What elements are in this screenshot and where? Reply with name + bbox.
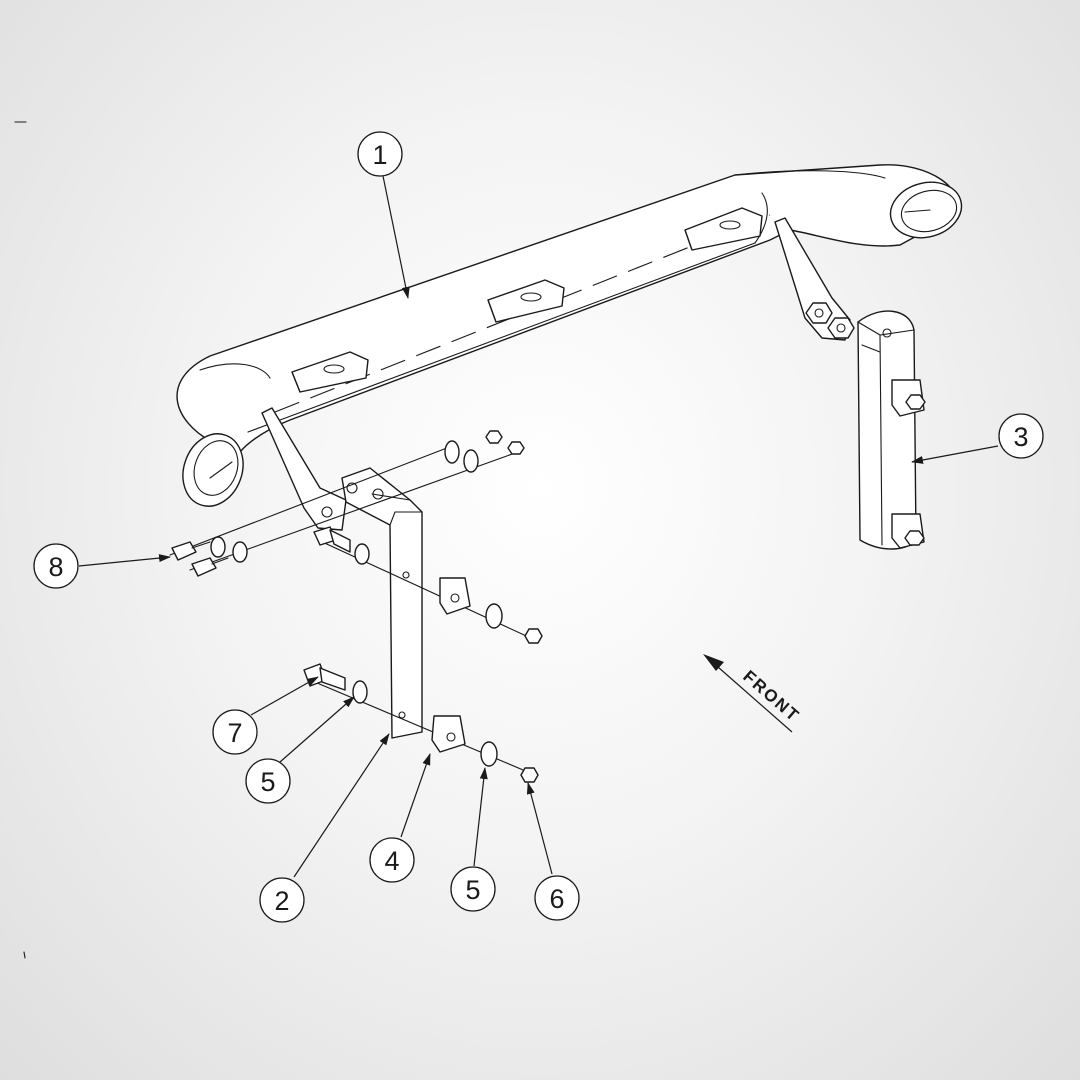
left-bracket-part — [341, 467, 423, 739]
callout-number: 8 — [48, 552, 63, 582]
mount-tab — [684, 207, 763, 251]
corner-mark — [23, 951, 26, 959]
hex-nut — [805, 302, 833, 324]
leader-lines — [78, 175, 999, 878]
hex-bolt — [191, 557, 229, 577]
u-clip — [891, 513, 925, 549]
callout-number: 1 — [372, 140, 387, 170]
callout-3: 3 — [998, 413, 1044, 459]
hex-bolt — [313, 526, 351, 553]
washer — [480, 741, 498, 767]
mount-tab — [487, 279, 565, 323]
callout-4: 4 — [369, 837, 415, 883]
callout-5-upper: 5 — [245, 758, 291, 804]
front-arrow-head — [703, 654, 724, 671]
callout-5-lower: 5 — [450, 866, 496, 912]
callout-7: 7 — [212, 709, 258, 755]
washer — [485, 603, 503, 629]
front-arrow-line — [709, 659, 793, 733]
hex-nut — [507, 441, 525, 455]
callout-number: 3 — [1013, 422, 1028, 452]
hex-bolt — [303, 663, 346, 691]
callout-number: 5 — [260, 767, 275, 797]
callout-1: 1 — [357, 131, 403, 177]
callout-number: 4 — [384, 846, 399, 876]
main-tube-part — [176, 164, 963, 531]
washer — [354, 543, 370, 565]
right-bracket-part — [805, 302, 926, 550]
washer — [232, 541, 248, 563]
washer — [463, 449, 479, 473]
callout-number: 2 — [274, 886, 289, 916]
u-clip — [439, 577, 471, 615]
front-direction-indicator: FRONT — [703, 654, 804, 733]
hex-bolt — [171, 541, 211, 561]
callout-8: 8 — [33, 543, 79, 589]
callout-number: 5 — [465, 875, 480, 905]
front-label: FRONT — [739, 667, 803, 726]
callout-number: 7 — [227, 718, 242, 748]
washer — [444, 440, 460, 464]
washer — [352, 680, 368, 704]
hex-nut — [827, 317, 855, 339]
washer — [210, 536, 226, 558]
u-clip — [431, 715, 466, 753]
callout-2: 2 — [259, 877, 305, 923]
callout-number: 6 — [549, 884, 564, 914]
mount-tab — [291, 351, 369, 393]
callout-6: 6 — [534, 875, 580, 921]
hex-nut — [485, 430, 503, 444]
u-clip — [891, 379, 926, 417]
hex-nut — [524, 628, 543, 644]
hex-nut — [520, 767, 539, 783]
